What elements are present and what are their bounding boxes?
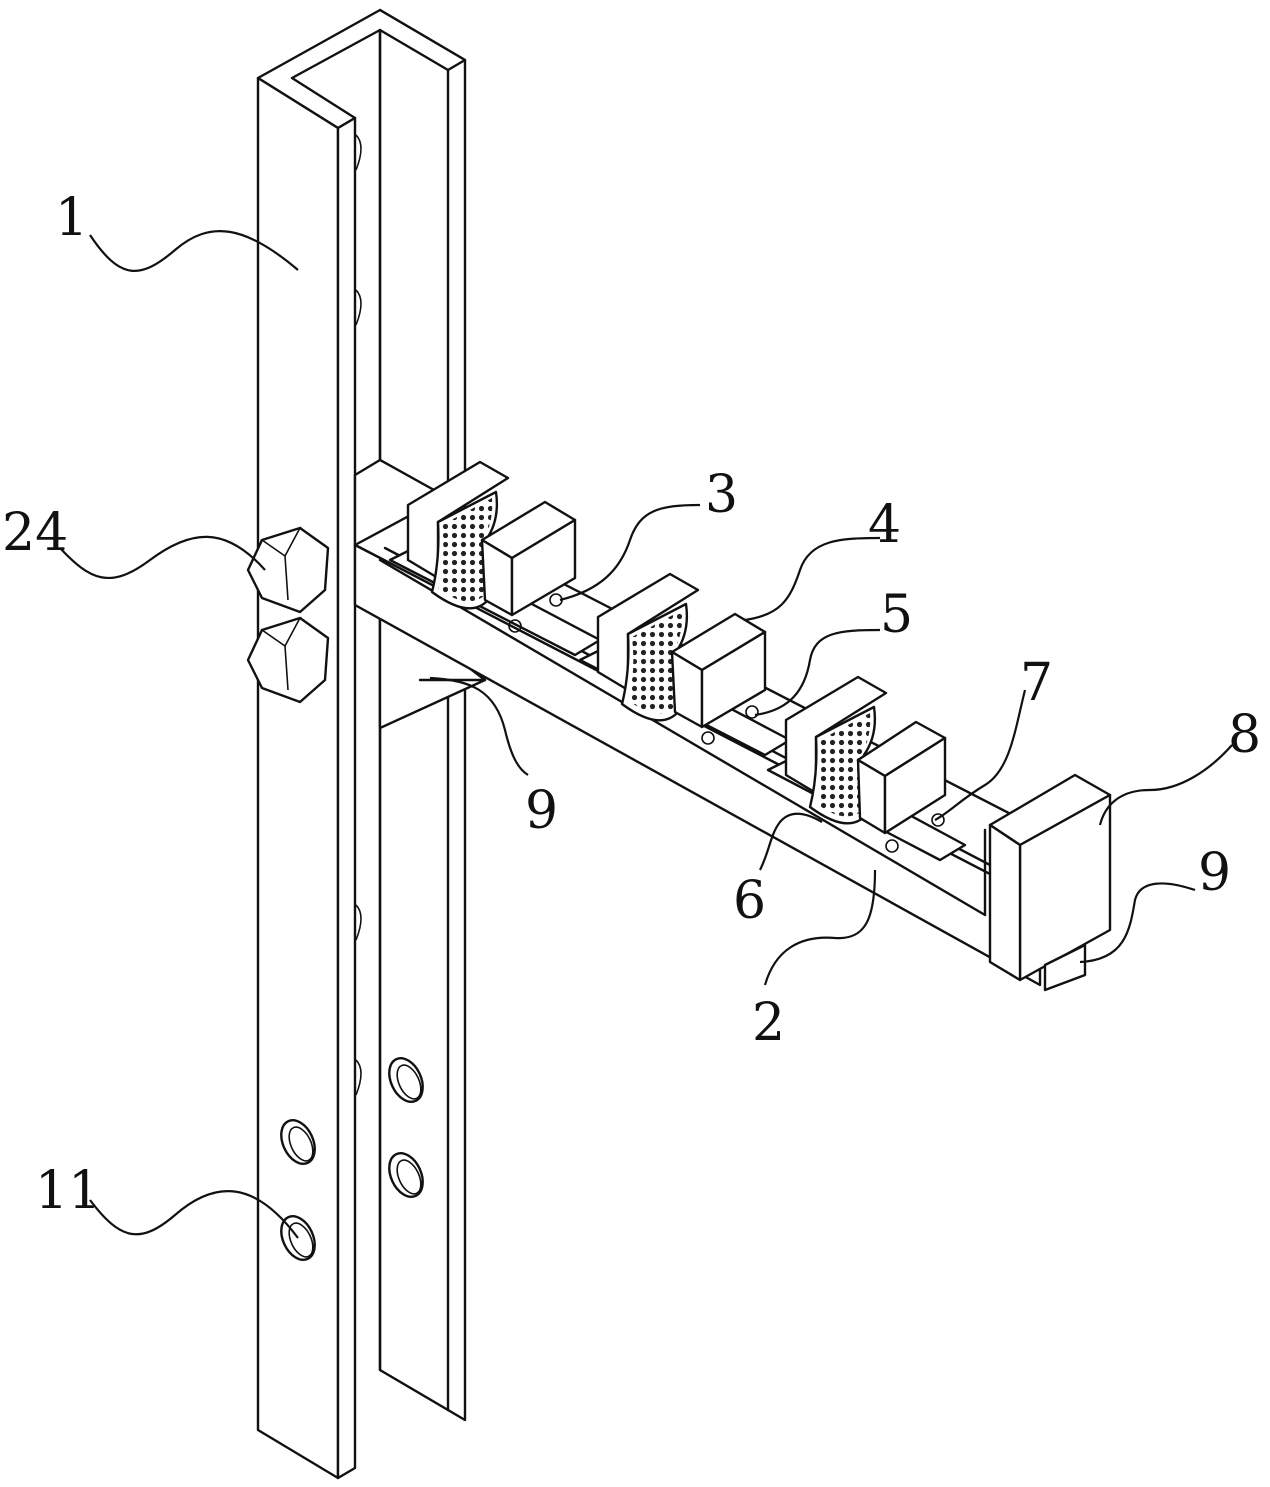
label-2: 2	[752, 993, 785, 1053]
label-1: 1	[55, 188, 88, 248]
label-3: 3	[705, 465, 738, 525]
label-9-bracket: 9	[525, 781, 558, 841]
clamp-unit-1	[388, 460, 602, 657]
label-5: 5	[880, 585, 913, 645]
clamp-unit-2	[578, 572, 792, 757]
label-8: 8	[1228, 705, 1261, 765]
label-7: 7	[1020, 653, 1053, 713]
labels: 1 24 3 4 5 7 8 9 9 6 2 11	[2, 188, 1261, 1221]
label-4: 4	[868, 495, 901, 555]
leader-lines	[59, 230, 1233, 1239]
end-cap	[988, 773, 1112, 992]
mounting-holes	[280, 1057, 424, 1261]
label-9-endcap: 9	[1198, 843, 1231, 903]
clamp-unit-3	[766, 675, 967, 862]
vertical-post	[256, 8, 467, 1480]
label-11: 11	[35, 1161, 101, 1221]
label-6: 6	[733, 871, 766, 931]
hex-bolts	[246, 526, 330, 704]
label-24: 24	[2, 503, 68, 563]
